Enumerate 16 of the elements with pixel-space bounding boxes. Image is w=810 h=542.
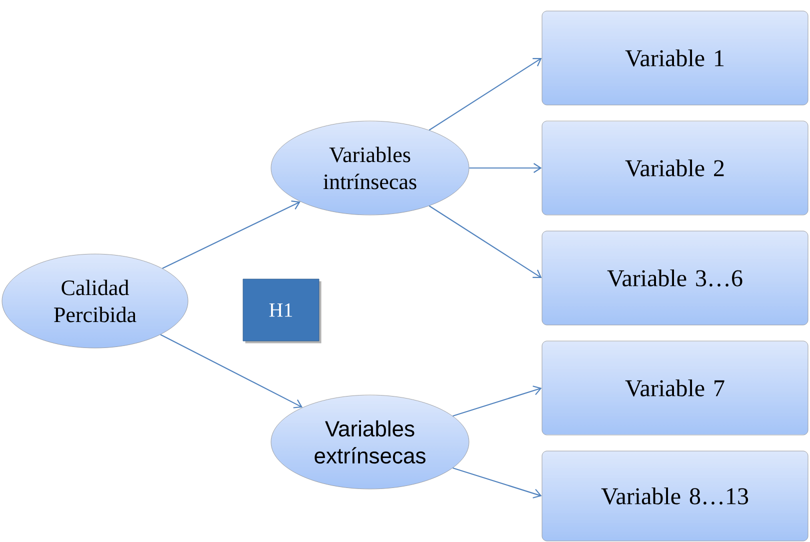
arrow (469, 163, 542, 173)
ellipse-node: Variables intrínsecas (270, 120, 470, 216)
variable-box: Variable 2 (542, 120, 808, 216)
variable-box: Variable 7 (542, 340, 808, 436)
variable-box: Variable 8…13 (542, 450, 808, 542)
ellipse-node: Variables extrínsecas (270, 394, 470, 490)
arrow (452, 386, 542, 417)
arrow (428, 58, 542, 131)
arrow (428, 205, 542, 278)
variable-box: Variable 1 (542, 10, 808, 106)
arrow (452, 468, 542, 498)
ellipse-node: Calidad Percibida (2, 254, 188, 348)
arrow (160, 334, 303, 408)
hypothesis-box: H1 (242, 278, 322, 344)
variable-box: Variable 3…6 (542, 230, 808, 326)
arrow (162, 200, 300, 269)
